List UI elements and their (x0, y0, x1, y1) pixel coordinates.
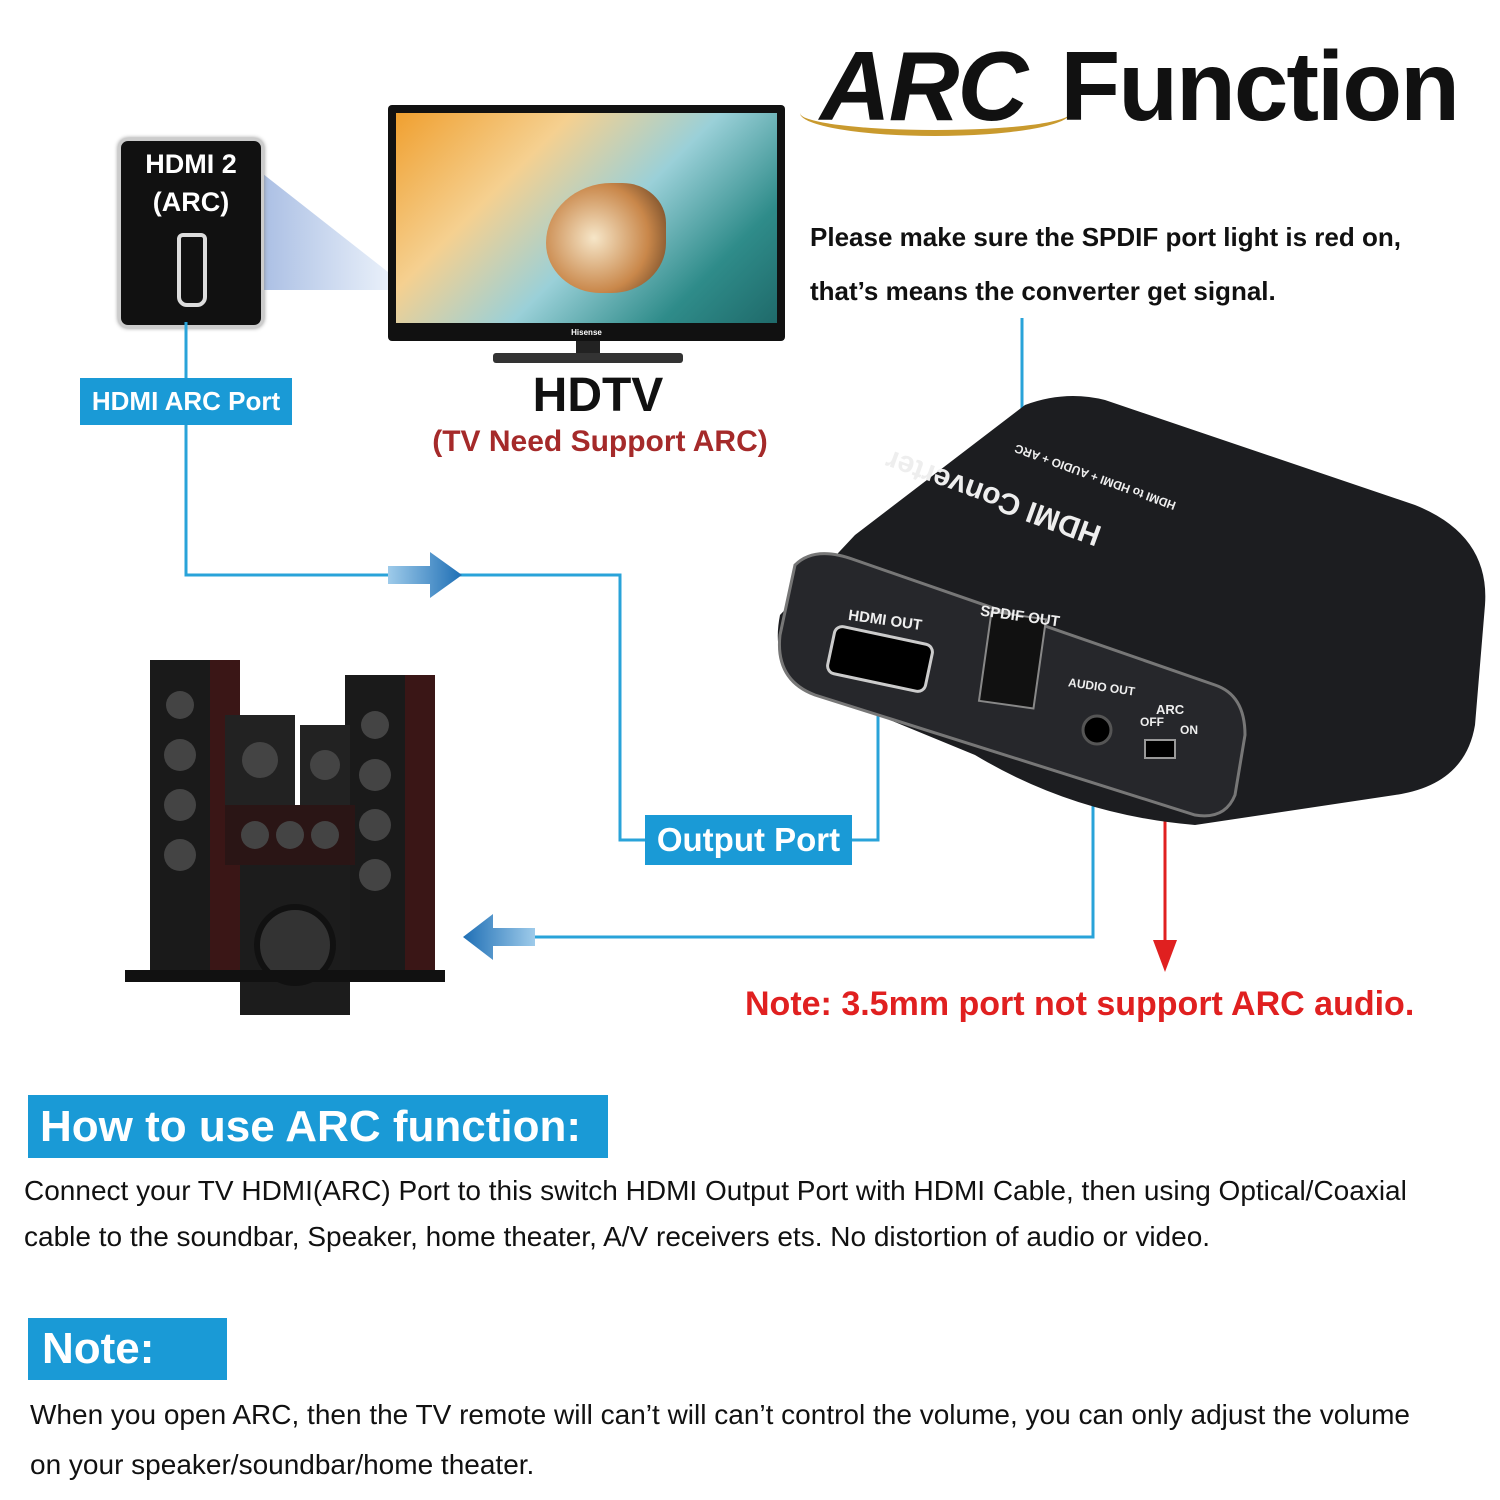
tv-brand: Hisense (571, 328, 602, 337)
audio-port-warning: Note: 3.5mm port not support ARC audio. (745, 985, 1415, 1023)
arc-switch-label: ARC (1156, 702, 1185, 717)
hdmi-arc-port-label: HDMI ARC Port (80, 378, 292, 425)
speaker-system-image (125, 660, 445, 1015)
page-title: ARC Function (820, 30, 1460, 143)
card-line2: (ARC) (152, 187, 230, 217)
arrow-right-icon (388, 552, 462, 598)
seashell-image (546, 183, 666, 293)
hdtv-image: Hisense (388, 105, 785, 341)
hdmi-converter-device (777, 396, 1486, 825)
hdmi-port-icon (177, 233, 207, 307)
tv-arc-note: (TV Need Support ARC) (432, 425, 768, 458)
title-arc: ARC (820, 31, 1028, 141)
title-function: Function (1060, 31, 1460, 141)
tv-screen (396, 113, 777, 323)
zoom-wedge (258, 170, 388, 290)
howto-body: Connect your TV HDMI(ARC) Port to this s… (24, 1175, 1407, 1252)
arc-off-label: OFF (1140, 715, 1164, 729)
title-swoosh (800, 90, 1070, 136)
tv-hdmi-arc-port-card: HDMI 2 (ARC) (118, 138, 264, 328)
note-heading: Note: (28, 1318, 227, 1380)
arrow-down-icon (1153, 940, 1177, 972)
output-port-label: Output Port (645, 815, 852, 865)
card-line1: HDMI 2 (145, 149, 237, 179)
hdtv-label: HDTV (532, 369, 664, 422)
arc-on-label: ON (1180, 723, 1198, 737)
spdif-hint-line2: that’s means the converter get signal. (810, 276, 1276, 306)
arrow-left-icon (463, 914, 535, 960)
note-body: When you open ARC, then the TV remote wi… (30, 1399, 1410, 1480)
tv-stand (493, 341, 683, 365)
spdif-hint-line1: Please make sure the SPDIF port light is… (810, 222, 1401, 252)
howto-heading: How to use ARC function: (28, 1095, 608, 1158)
